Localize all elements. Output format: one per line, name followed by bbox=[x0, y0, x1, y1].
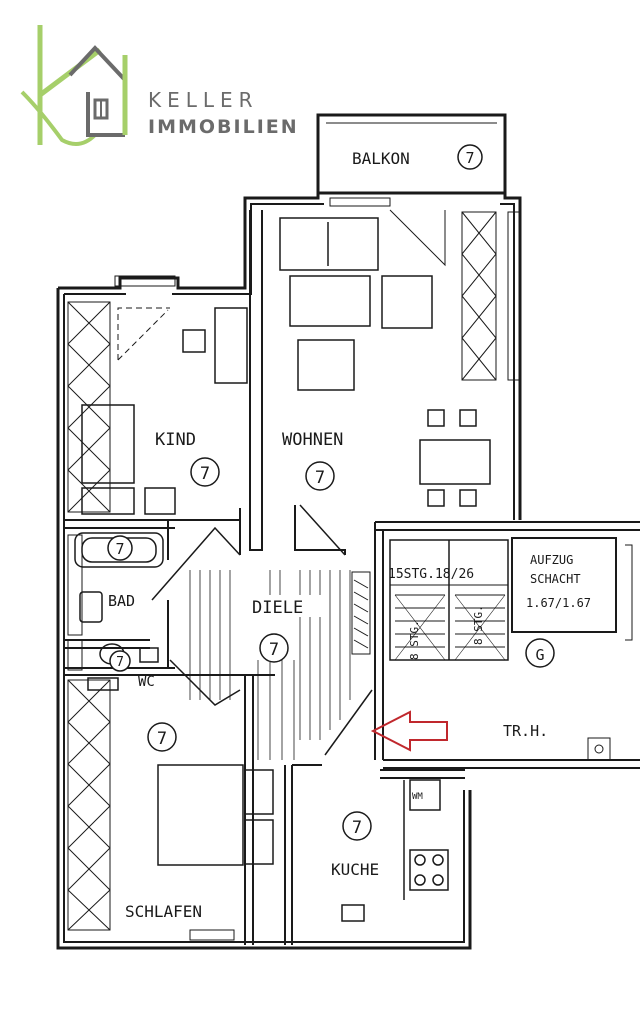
room-marker-circle bbox=[107, 535, 133, 561]
walls bbox=[56, 113, 640, 950]
room-label-diele: DIELE bbox=[252, 598, 303, 618]
room-marker-circle bbox=[457, 144, 483, 170]
room-label-wohnen: WOHNEN bbox=[282, 430, 343, 450]
room-label-bad: BAD bbox=[108, 592, 135, 610]
room-marker-circle bbox=[525, 638, 555, 668]
company-logo: KELLER IMMOBILIEN bbox=[20, 25, 299, 146]
room-marker-circle bbox=[109, 650, 131, 672]
room-marker-wohnen: 7 bbox=[315, 468, 325, 488]
room-labels: BALKON 7 KIND 7 WOHNEN 7 7 BAD 7 WC DIEL… bbox=[107, 144, 591, 921]
room-marker-balkon: 7 bbox=[465, 149, 474, 167]
stairs-annotation: 15STG.18/26 bbox=[388, 567, 474, 582]
room-label-balkon: BALKON bbox=[352, 149, 410, 168]
windows bbox=[67, 197, 521, 941]
furniture bbox=[74, 209, 491, 922]
logo-text-line1: KELLER bbox=[148, 88, 259, 112]
room-label-schlafen: SCHLAFEN bbox=[125, 902, 202, 921]
room-marker-circle bbox=[147, 722, 177, 752]
aufzug-label-line1: AUFZUG bbox=[530, 553, 573, 567]
stair-left-annotation: 8 STG. bbox=[408, 620, 421, 660]
entrance-arrow-icon bbox=[370, 710, 448, 752]
room-label-wc: WC bbox=[138, 674, 155, 690]
room-label-treppenhaus: TR.H. bbox=[503, 722, 548, 740]
room-marker-circle bbox=[259, 633, 289, 663]
room-label-kind: KIND bbox=[155, 430, 196, 450]
aufzug-label-line2: SCHACHT bbox=[530, 572, 581, 586]
room-marker-circle bbox=[305, 461, 335, 491]
room-marker-kueche: 7 bbox=[352, 818, 362, 838]
room-marker-schlafen: 7 bbox=[157, 729, 167, 749]
aufzug-dimensions: 1.67/1.67 bbox=[526, 596, 591, 610]
room-marker-circle bbox=[190, 457, 220, 487]
room-marker-kind: 7 bbox=[200, 464, 210, 484]
logo-mark-icon bbox=[20, 25, 128, 146]
room-marker-bad: 7 bbox=[115, 540, 124, 558]
stair-treads bbox=[394, 544, 633, 761]
room-marker-diele: 7 bbox=[269, 640, 279, 660]
diele-wardrobe bbox=[351, 571, 371, 655]
stair-right-annotation: 8 STG. bbox=[472, 605, 485, 645]
logo-text-line2: IMMOBILIEN bbox=[148, 116, 299, 138]
room-marker-circle bbox=[342, 811, 372, 841]
room-marker-wc: 7 bbox=[116, 655, 124, 670]
washing-machine-label: WM bbox=[412, 792, 423, 802]
room-label-kueche: KUCHE bbox=[331, 860, 379, 879]
room-marker-treppenhaus: G bbox=[535, 646, 544, 664]
